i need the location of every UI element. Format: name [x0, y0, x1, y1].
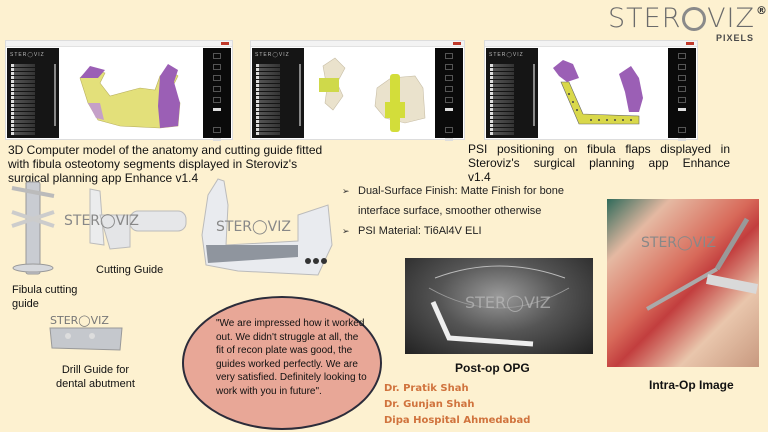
caption-right: PSI positioning on fibula flaps displaye… [468, 142, 730, 184]
doctor-name: Dr. Gunjan Shah [384, 399, 475, 410]
fibula-cutting-guide-photo [11, 181, 55, 275]
fibula-label-line2: guide [12, 298, 39, 310]
logo-o-ring-icon [682, 7, 707, 31]
bullet-item: ➢PSI Material: Ti6Al4V ELI [342, 221, 612, 241]
mini-logo: STER◯VIZ [489, 52, 524, 58]
camera-icon[interactable] [445, 138, 453, 141]
tool-icon[interactable] [678, 108, 686, 111]
layer-list [490, 64, 530, 135]
3d-viewport [60, 48, 202, 138]
cutting-guide-photo: STER◯VIZ [64, 188, 187, 250]
intra-op-image: STER◯VIZ [607, 199, 759, 367]
mandible-model-photo: STER◯VIZ [201, 178, 333, 276]
svg-text:STER◯VIZ: STER◯VIZ [641, 235, 716, 251]
svg-text:STER◯VIZ: STER◯VIZ [50, 314, 109, 327]
fibula-guide-model-icon [319, 57, 426, 132]
tool-icon[interactable] [445, 53, 453, 59]
close-icon [686, 42, 694, 45]
registered-mark: ® [756, 4, 768, 17]
3d-viewport [305, 48, 434, 138]
tool-icon[interactable] [678, 86, 686, 92]
tool-icon[interactable] [213, 75, 221, 81]
tool-icon[interactable] [445, 108, 453, 111]
camera-icon[interactable] [678, 138, 686, 141]
app-toolbar [203, 48, 231, 141]
testimonial-text: "We are impressed how it worked out. We … [216, 318, 367, 397]
post-op-label: Post-op OPG [455, 361, 530, 375]
mini-logo: STER◯VIZ [255, 52, 290, 58]
3d-viewport [539, 48, 667, 138]
svg-text:STER◯VIZ: STER◯VIZ [465, 293, 551, 312]
drill-label-line2: dental abutment [56, 378, 135, 390]
svg-text:STER◯VIZ: STER◯VIZ [216, 219, 291, 235]
sidebar-scrollbar [54, 64, 56, 126]
logo-subtitle: PIXELS [715, 33, 754, 43]
app-toolbar [668, 48, 696, 141]
app-sidebar: STER◯VIZ [7, 48, 59, 138]
tool-icon[interactable] [213, 108, 221, 111]
drill-guide-photo: STER◯VIZ [49, 314, 123, 351]
mini-logo: STER◯VIZ [10, 52, 45, 58]
tool-icon[interactable] [213, 127, 221, 133]
layer-list [256, 64, 296, 135]
tool-icon[interactable] [445, 127, 453, 133]
hospital-name: Dipa Hospital Ahmedabad [384, 415, 531, 426]
fibula-guide-label: Fibula cutting guide [12, 283, 77, 311]
feature-bullets: ➢Dual-Surface Finish: Matte Finish for b… [342, 181, 612, 241]
testimonial-bubble [182, 296, 382, 430]
camera-icon[interactable] [213, 138, 221, 141]
bullet-continuation: interface surface, smoother otherwise [358, 205, 542, 217]
tool-icon[interactable] [213, 97, 221, 103]
drill-label-line1: Drill Guide for [61, 364, 130, 376]
tool-icon[interactable] [213, 86, 221, 92]
app-titlebar [251, 41, 464, 47]
bullet-item: ➢Dual-Surface Finish: Matte Finish for b… [342, 181, 612, 201]
fibula-label-line1: Fibula cutting [12, 284, 78, 296]
app-screenshot-psi: STER◯VIZ [484, 40, 698, 141]
app-screenshot-anatomy: STER◯VIZ [5, 40, 233, 141]
tool-icon[interactable] [213, 53, 221, 59]
tool-icon[interactable] [678, 75, 686, 81]
caption-left: 3D Computer model of the anatomy and cut… [8, 143, 323, 185]
steroviz-logo: STER VIZ ® PIXELS [608, 4, 768, 44]
close-icon [453, 42, 461, 45]
sidebar-scrollbar [533, 64, 535, 126]
psi-plate-model-icon [553, 60, 643, 125]
app-sidebar: STER◯VIZ [486, 48, 538, 138]
tool-icon[interactable] [445, 86, 453, 92]
arrow-bullet-icon: ➢ [342, 186, 350, 196]
intra-op-label: Intra-Op Image [649, 378, 734, 392]
mandible-model-icon [79, 64, 181, 129]
doctor-credits: Dr. Pratik Shah Dr. Gunjan Shah Dipa Hos… [384, 381, 530, 429]
tool-icon[interactable] [445, 97, 453, 103]
tool-icon[interactable] [445, 75, 453, 81]
app-titlebar [6, 41, 232, 47]
tool-icon[interactable] [445, 64, 453, 70]
drill-guide-label: Drill Guide for dental abutment [56, 363, 135, 391]
sidebar-scrollbar [299, 64, 301, 126]
xray-plate-icon: STER◯VIZ [428, 265, 570, 347]
app-sidebar: STER◯VIZ [252, 48, 304, 138]
tool-icon[interactable] [213, 64, 221, 70]
doctor-name: Dr. Pratik Shah [384, 383, 469, 394]
cutting-guide-label: Cutting Guide [96, 264, 164, 276]
layer-list [11, 64, 51, 135]
post-op-opg-image: STER◯VIZ [405, 258, 593, 354]
surgery-photo-icon: STER◯VIZ [641, 217, 758, 311]
svg-text:STER◯VIZ: STER◯VIZ [64, 213, 139, 229]
tool-icon[interactable] [678, 64, 686, 70]
app-screenshot-fibula-guide: STER◯VIZ [250, 40, 465, 141]
arrow-bullet-icon: ➢ [342, 226, 350, 236]
tool-icon[interactable] [678, 127, 686, 133]
logo-text-post: VIZ [707, 3, 755, 34]
app-toolbar [435, 48, 463, 141]
tool-icon[interactable] [678, 53, 686, 59]
close-icon [221, 42, 229, 45]
tool-icon[interactable] [678, 97, 686, 103]
logo-text-pre: STER [608, 3, 682, 34]
app-titlebar [485, 41, 697, 47]
